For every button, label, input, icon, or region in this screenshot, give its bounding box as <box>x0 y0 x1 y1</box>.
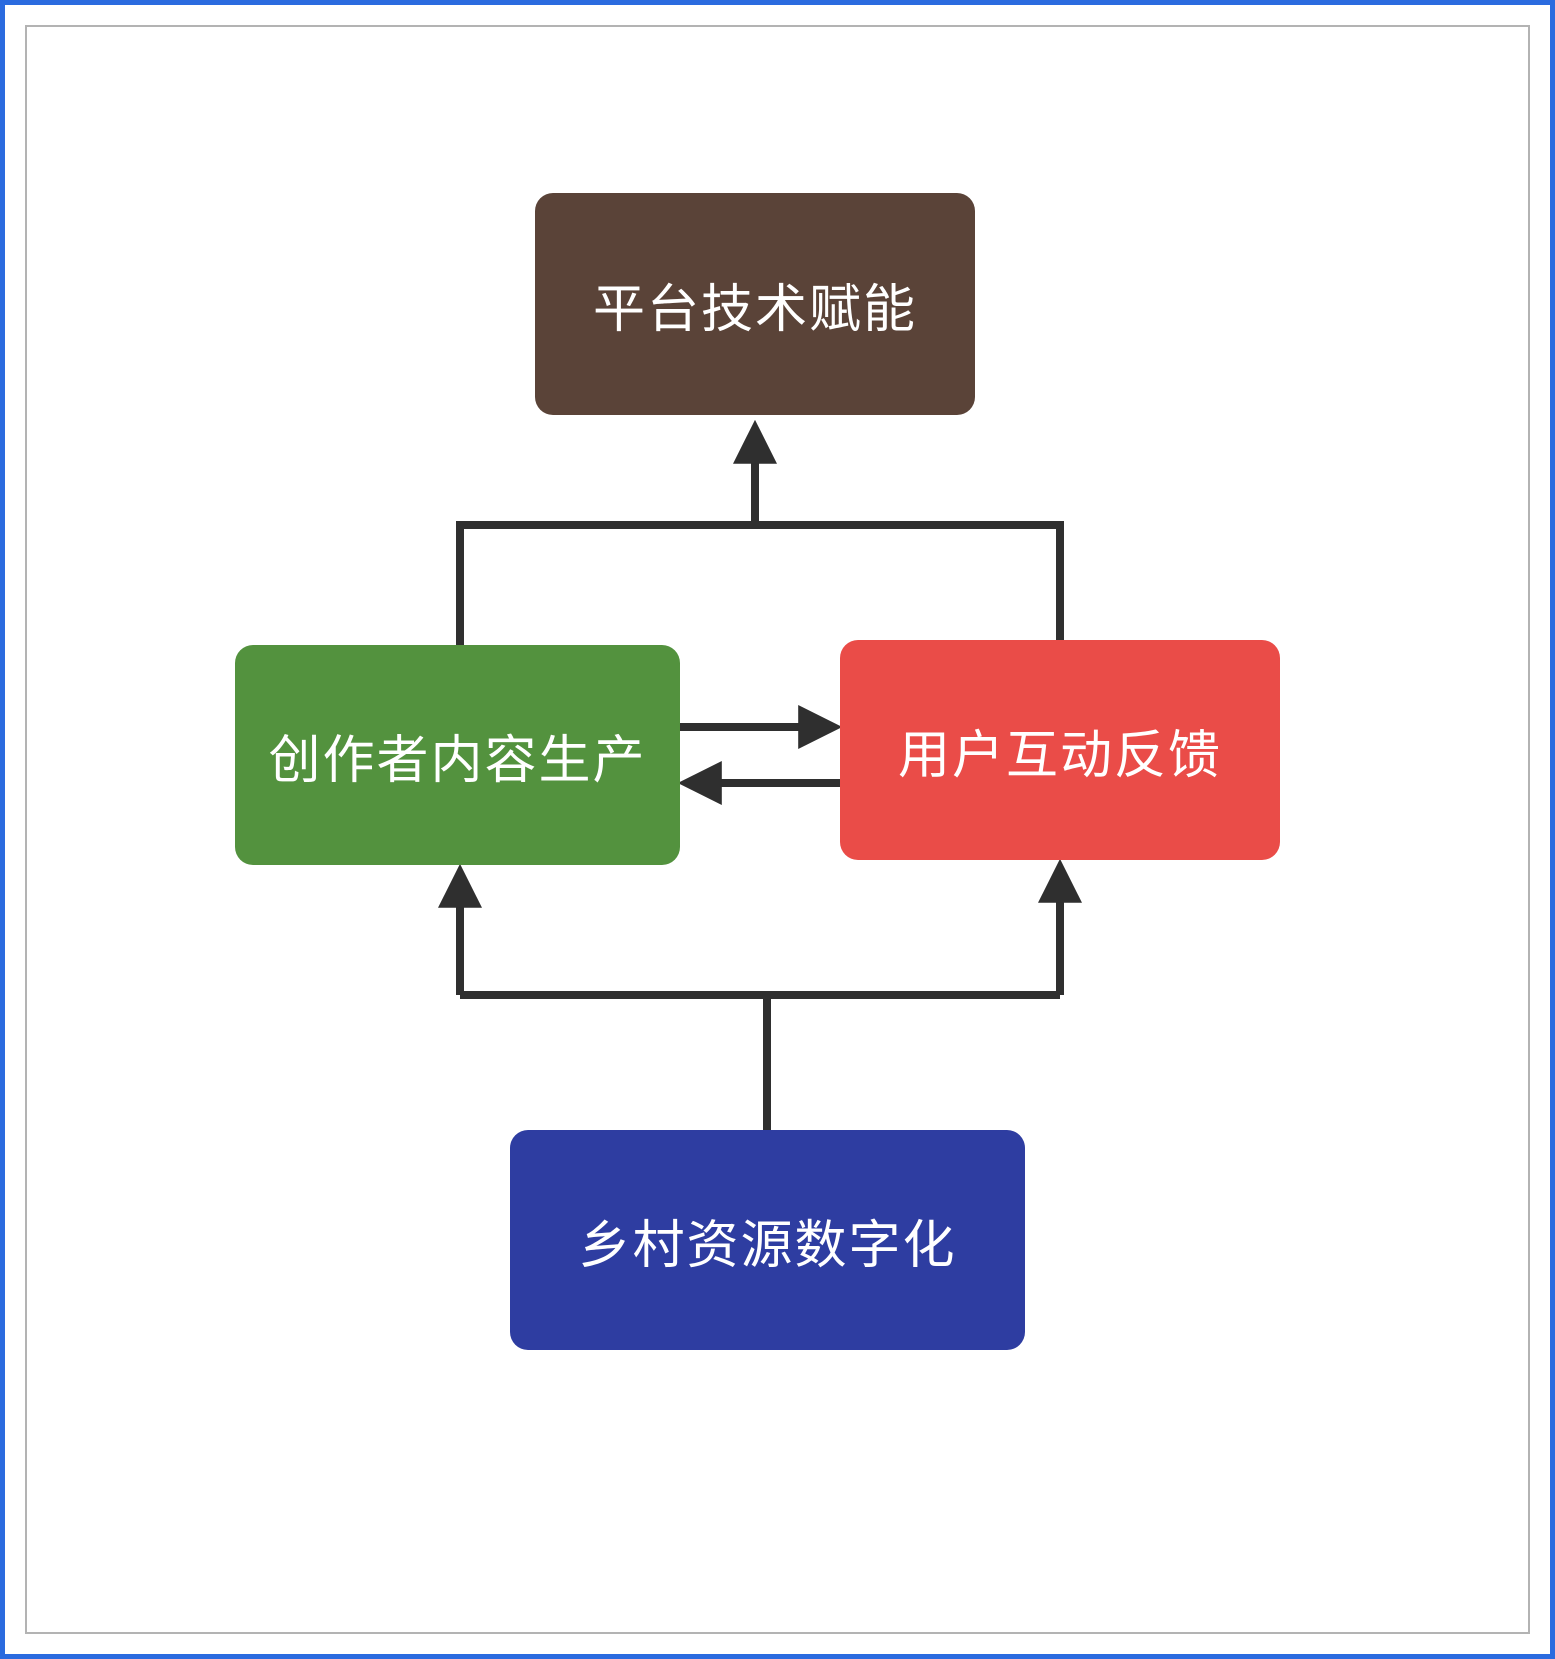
edge-top-connector <box>456 521 1064 645</box>
node-user-feedback: 用户互动反馈 <box>840 640 1280 860</box>
node-platform-tech: 平台技术赋能 <box>535 193 975 415</box>
node-rural-digitization: 乡村资源数字化 <box>510 1130 1025 1350</box>
node-platform-tech-label: 平台技术赋能 <box>592 281 917 339</box>
edge-bottom-connector <box>460 991 1060 1130</box>
node-rural-digitization-label: 乡村资源数字化 <box>578 1217 957 1275</box>
node-creator-content: 创作者内容生产 <box>235 645 680 865</box>
node-user-feedback-label: 用户互动反馈 <box>897 727 1222 785</box>
node-creator-content-label: 创作者内容生产 <box>268 732 647 790</box>
connector-lines <box>438 419 1082 1130</box>
